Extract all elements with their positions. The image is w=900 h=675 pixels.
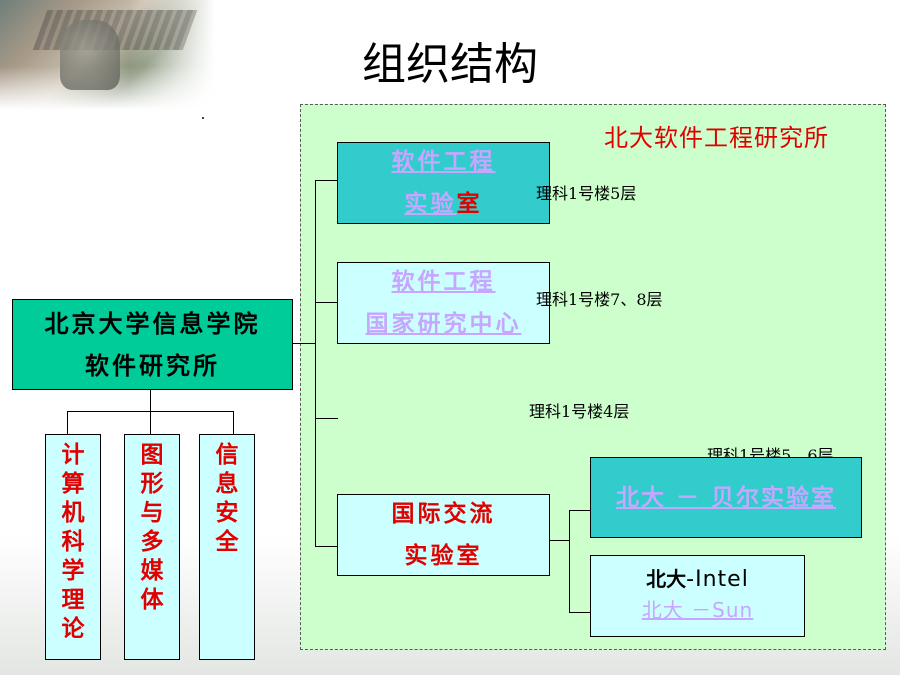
- unit-se-lab-line2-part1[interactable]: 实验: [404, 191, 457, 217]
- location-floor4: 理科1号楼4层: [529, 402, 630, 421]
- column-graphics: 图 形 与 多 媒 体: [124, 434, 180, 660]
- sublab-sun-label[interactable]: 北大 －Sun: [641, 598, 754, 622]
- connector-to-intel: [569, 612, 591, 613]
- column-cs-theory-char: 理: [61, 587, 85, 613]
- connector-to-sel: [315, 180, 338, 181]
- column-security-char: 安: [215, 500, 239, 526]
- unit-intl-lab-line2: 实验室: [404, 543, 483, 569]
- column-cs-theory-char: 机: [61, 500, 85, 526]
- connector-intl-right: [550, 540, 570, 541]
- sublab-intel-suffix: -Intel: [686, 567, 749, 592]
- column-security-char: 信: [215, 442, 239, 468]
- connector-to-floor4: [315, 418, 338, 419]
- connector-to-bell: [569, 510, 591, 511]
- location-national-center: 理科1号楼7、8层: [536, 290, 663, 309]
- unit-se-lab-line1[interactable]: 软件工程: [391, 149, 496, 175]
- column-security-char: 全: [215, 529, 239, 555]
- column-graphics-char: 形: [140, 471, 164, 497]
- connector-to-col2: [150, 411, 151, 435]
- connector-to-intl: [315, 546, 338, 547]
- location-se-lab: 理科1号楼5层: [536, 184, 637, 203]
- column-graphics-char: 体: [140, 587, 164, 613]
- root-box-line1: 北京大学信息学院: [44, 309, 261, 338]
- connector-to-col1: [67, 411, 68, 435]
- column-cs-theory-char: 计: [61, 442, 85, 468]
- column-cs-theory-char: 论: [61, 616, 85, 642]
- connector-root-down: [150, 390, 151, 412]
- institute-label: 北大软件工程研究所: [604, 124, 829, 152]
- root-box-line2: 软件研究所: [85, 351, 220, 380]
- unit-intl-lab-line1: 国际交流: [391, 501, 496, 527]
- header-photo: [0, 0, 215, 110]
- sublab-intel-sun: 北大-Intel 北大 －Sun: [590, 555, 805, 637]
- unit-se-lab: 软件工程 实验室: [337, 142, 550, 224]
- unit-national-center-line1[interactable]: 软件工程: [391, 269, 496, 295]
- column-cs-theory-char: 学: [61, 558, 85, 584]
- root-box: 北京大学信息学院 软件研究所: [12, 299, 293, 390]
- unit-national-center: 软件工程 国家研究中心: [337, 262, 550, 344]
- sublab-bell: 北大 － 贝尔实验室: [590, 457, 862, 538]
- connector-to-col3: [233, 411, 234, 435]
- unit-intl-lab: 国际交流 实验室: [337, 494, 550, 576]
- sublab-bell-label[interactable]: 北大 － 贝尔实验室: [615, 484, 836, 511]
- column-graphics-char: 图: [140, 442, 164, 468]
- column-graphics-char: 媒: [140, 558, 164, 584]
- sublab-intel-label: 北大-Intel: [646, 564, 749, 595]
- column-graphics-char: 与: [140, 500, 164, 526]
- unit-se-lab-line2: 实验室: [405, 183, 483, 225]
- unit-national-center-line2[interactable]: 国家研究中心: [365, 311, 522, 337]
- stray-dot: [202, 117, 204, 119]
- connector-main-vertical: [315, 180, 316, 547]
- sublab-intel-prefix: 北大: [646, 567, 687, 591]
- column-cs-theory-char: 算: [61, 471, 85, 497]
- unit-se-lab-line2-part2: 室: [456, 191, 483, 217]
- column-cs-theory-char: 科: [61, 529, 85, 555]
- header-photo-lion: [60, 20, 120, 90]
- column-graphics-char: 多: [140, 529, 164, 555]
- connector-root-right: [292, 343, 316, 344]
- column-cs-theory: 计 算 机 科 学 理 论: [45, 434, 101, 660]
- column-security-char: 息: [215, 471, 239, 497]
- column-security: 信 息 安 全: [199, 434, 255, 660]
- connector-to-nerc: [315, 302, 338, 303]
- connector-sub-vertical: [569, 510, 570, 613]
- slide-title: 组织结构: [362, 39, 538, 90]
